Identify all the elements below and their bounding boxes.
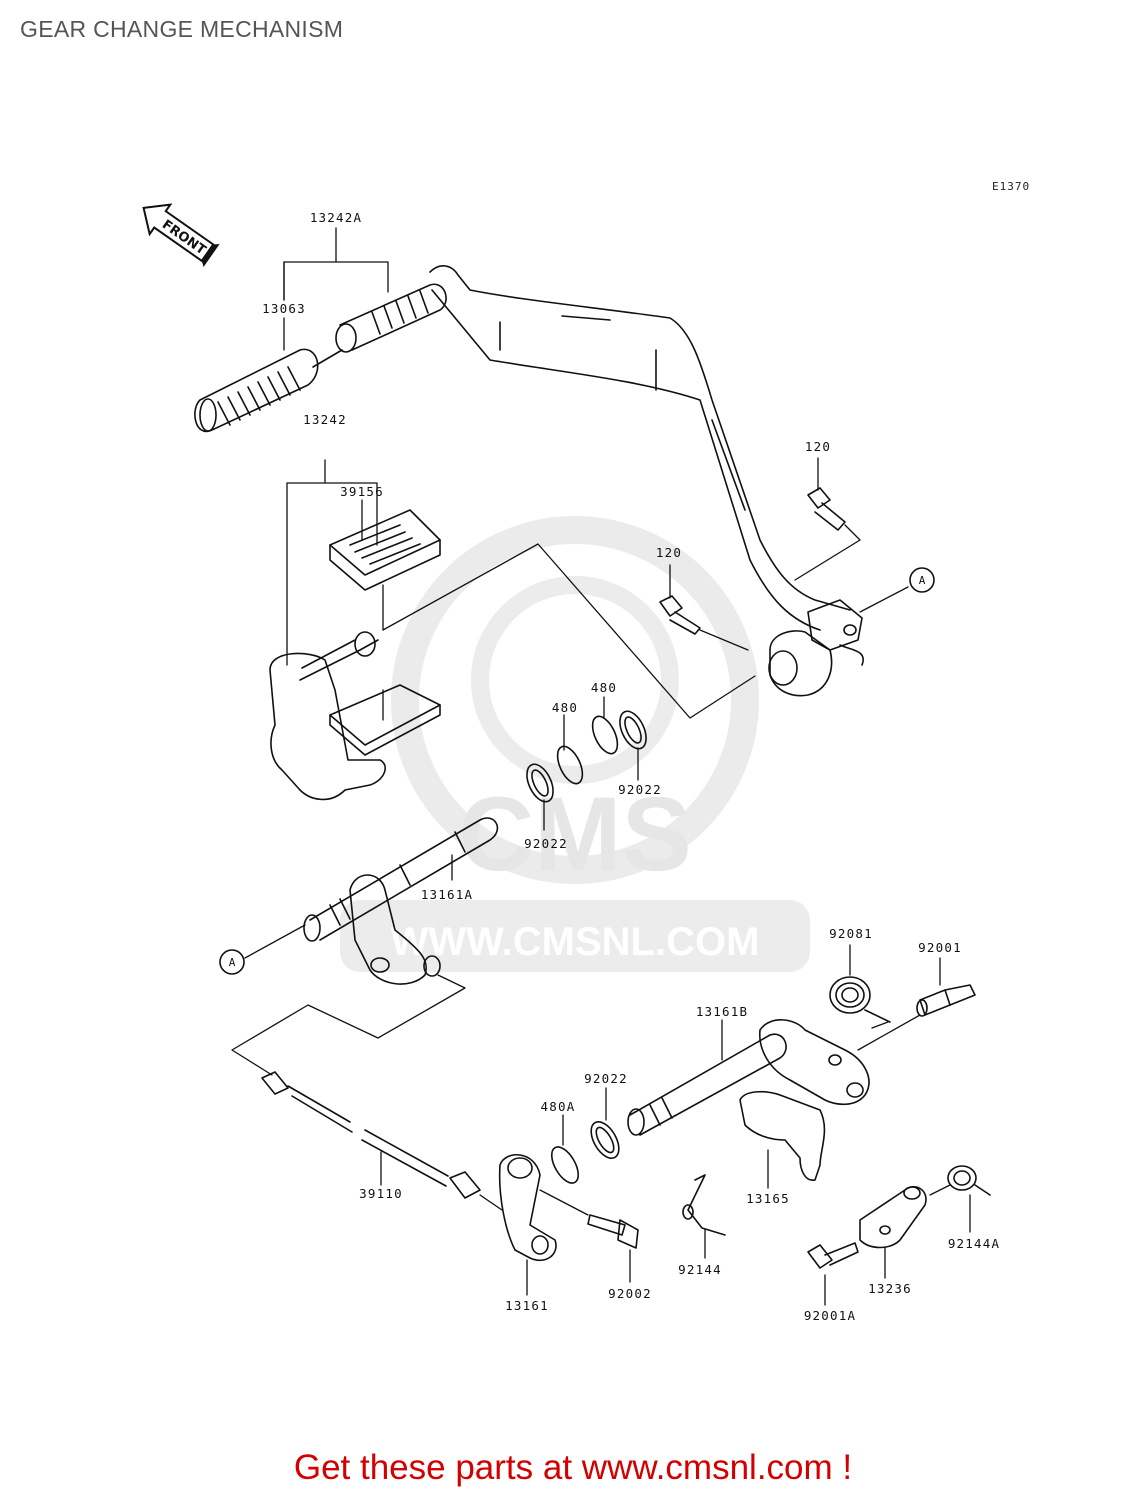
- washer-92022-a: [619, 710, 647, 750]
- label-13242A: 13242A: [310, 210, 362, 225]
- spring-92144A: [947, 1165, 991, 1196]
- label-92144A: 92144A: [948, 1236, 1000, 1251]
- label-480-right: 480: [591, 680, 617, 695]
- watermark-brand: CMS: [458, 776, 691, 893]
- watermark: CMS WWW.CMSNL.COM: [340, 516, 810, 972]
- label-13063: 13063: [262, 301, 306, 316]
- label-92022-c: 92022: [584, 1071, 628, 1086]
- stopper-plate-13165: [739, 1090, 826, 1181]
- arm-13236: [859, 1186, 927, 1249]
- label-480-left: 480: [552, 700, 578, 715]
- label-92022-a: 92022: [618, 782, 662, 797]
- label-480A: 480A: [541, 1099, 576, 1114]
- watermark-url: WWW.CMSNL.COM: [391, 920, 760, 964]
- label-92002: 92002: [608, 1286, 652, 1301]
- bolt-92002: [587, 1214, 639, 1249]
- bolt-120-upper: [807, 487, 846, 531]
- circlip-480-b: [591, 715, 619, 755]
- promo-prefix: Get these parts at: [293, 1448, 582, 1487]
- front-arrow-icon: FRONT: [142, 203, 220, 267]
- shift-pedal-arm: [429, 265, 864, 697]
- promo-footer: Get these parts at www.cmsnl.com !: [0, 1448, 1146, 1488]
- label-92081: 92081: [829, 926, 873, 941]
- circlip-480A: [550, 1146, 580, 1184]
- circlip-480-a: [556, 745, 584, 785]
- shift-shaft-13161A: [303, 817, 499, 985]
- shift-shaft-13161B: [627, 1019, 870, 1136]
- bolt-120-lower: [659, 595, 701, 635]
- ref-circle-a-upper: [909, 567, 935, 593]
- page-title: GEAR CHANGE MECHANISM: [20, 16, 344, 42]
- ref-circle-a-lower: [219, 949, 245, 975]
- pin-92001: [916, 984, 976, 1017]
- label-13161B: 13161B: [696, 1004, 748, 1019]
- label-120-lower: 120: [656, 545, 682, 560]
- label-13161: 13161: [505, 1298, 549, 1313]
- spring-92081: [829, 976, 891, 1023]
- ref-mark-upper: A: [919, 574, 926, 587]
- figure-code: E1370: [992, 180, 1031, 193]
- pedal-rubber-grip: [194, 348, 343, 433]
- leader-lines: [231, 227, 971, 1306]
- tie-rod-39110: [261, 1071, 481, 1199]
- heel-lever: [269, 631, 441, 801]
- label-92001: 92001: [918, 940, 962, 955]
- label-13161A: 13161A: [421, 887, 473, 902]
- spring-92144: [682, 1174, 726, 1236]
- rear-brake-pad: [329, 509, 441, 591]
- label-13165: 13165: [746, 1191, 790, 1206]
- label-39156: 39156: [340, 484, 384, 499]
- label-92144: 92144: [678, 1262, 722, 1277]
- label-92022-b: 92022: [524, 836, 568, 851]
- label-13242: 13242: [303, 412, 347, 427]
- bolt-92001A: [807, 1242, 859, 1269]
- promo-suffix: !: [832, 1448, 853, 1487]
- washer-92022-c: [590, 1121, 620, 1159]
- ref-mark-lower: A: [229, 956, 236, 969]
- promo-link[interactable]: www.cmsnl.com: [581, 1448, 833, 1487]
- washer-92022-b: [526, 763, 554, 803]
- label-13236: 13236: [868, 1281, 912, 1296]
- shift-lever-13161: [498, 1153, 557, 1262]
- label-39110: 39110: [359, 1186, 403, 1201]
- label-120-upper: 120: [805, 439, 831, 454]
- label-92001A: 92001A: [804, 1308, 856, 1323]
- pedal-peg: [335, 283, 447, 353]
